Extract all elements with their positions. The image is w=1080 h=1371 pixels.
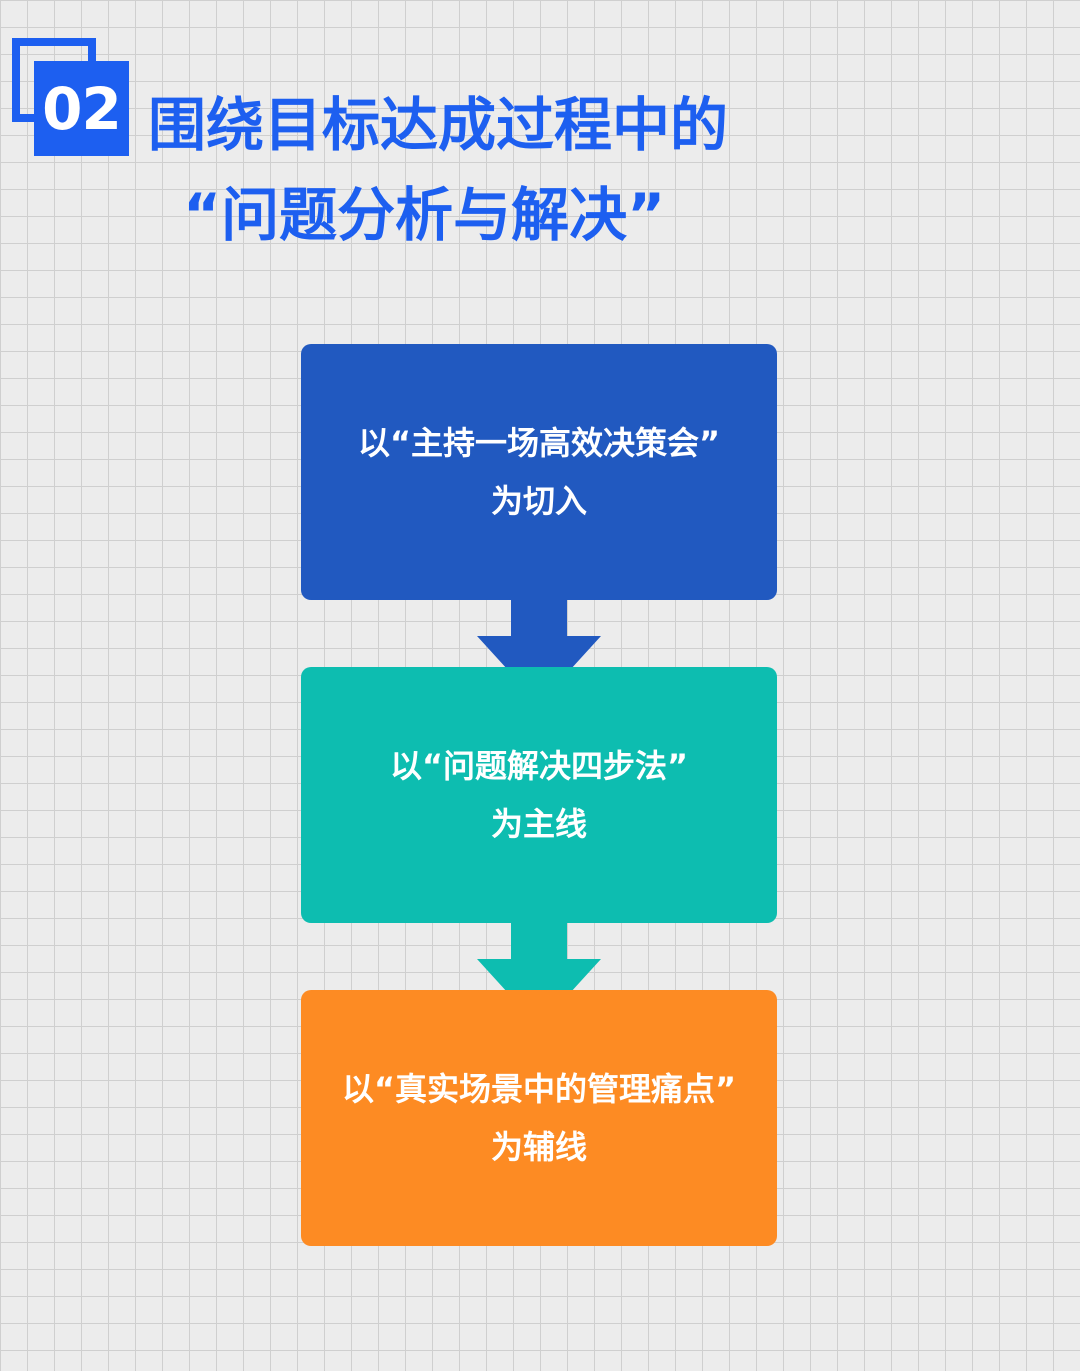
flow-step-2-line-2: 为主线 xyxy=(490,805,587,843)
section-number-badge: 02 xyxy=(12,38,132,158)
flow-step-2-line-1: 以“问题解决四步法” xyxy=(389,747,689,785)
flow-step-1-line-2: 为切入 xyxy=(490,482,587,520)
flow-step-1: 以“主持一场高效决策会” 为切入 xyxy=(301,344,777,600)
page-title-line-1: 围绕目标达成过程中的 xyxy=(148,91,729,159)
flow-step-1-line-1: 以“主持一场高效决策会” xyxy=(357,424,721,462)
down-arrow-icon xyxy=(477,921,601,1027)
flow-step-3-line-2: 为辅线 xyxy=(490,1128,587,1166)
page-title-line-2: “问题分析与解决” xyxy=(183,181,666,249)
flow-step-3: 以“真实场景中的管理痛点” 为辅线 xyxy=(301,990,777,1246)
flow-step-2: 以“问题解决四步法” 为主线 xyxy=(301,667,777,923)
flow-step-3-line-1: 以“真实场景中的管理痛点” xyxy=(341,1070,737,1108)
down-arrow-icon xyxy=(477,598,601,704)
section-number: 02 xyxy=(34,61,129,156)
